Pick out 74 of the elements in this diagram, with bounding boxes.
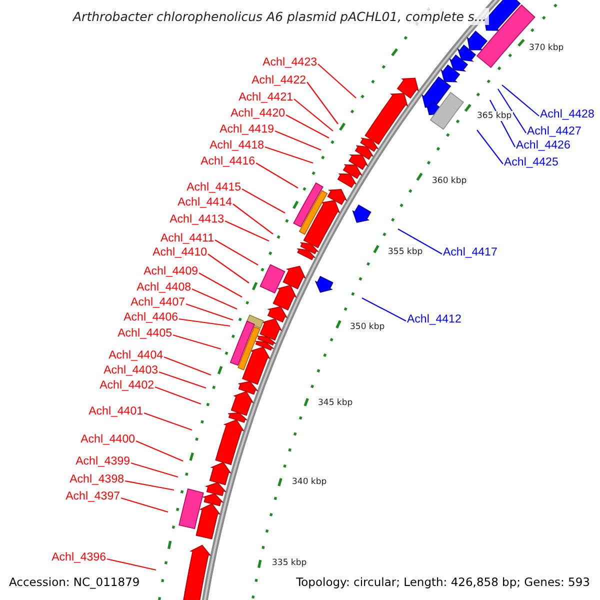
leader-line: [186, 303, 234, 321]
leader-line: [178, 318, 230, 327]
leader-line: [502, 84, 540, 116]
gene-label: Achl_4407: [130, 296, 185, 310]
gene-label: Achl_4400: [80, 434, 135, 446]
leader-line: [476, 130, 504, 164]
gene-label: Achl_4404: [108, 350, 163, 362]
leader-line: [154, 386, 202, 405]
gene-label: Achl_4398: [70, 474, 124, 486]
leader-line: [164, 356, 212, 376]
scale-label: 350 kbp: [349, 322, 386, 332]
leader-line: [398, 228, 442, 254]
leader-line: [318, 64, 356, 98]
gene-label: Achl_4408: [136, 282, 191, 294]
leader-line: [242, 188, 286, 214]
title: Arthrobacter chlorophenolicus A6 plasmid pACHL01, complete s...: [70, 8, 490, 25]
scale-label: 370 kbp: [528, 43, 565, 53]
gene-label: Achl_4397: [66, 490, 120, 504]
leader-line: [130, 462, 178, 478]
gene-label: Achl_4402: [100, 380, 154, 392]
gene-label: Achl_4422: [252, 74, 306, 88]
gene-label: Achl_4416: [200, 156, 255, 168]
gene-label: Achl_4399: [76, 456, 130, 468]
leader-line: [256, 162, 298, 188]
scale-label: 340 kbp: [291, 477, 328, 487]
leader-line: [106, 558, 156, 571]
gene-label: Achl_4412: [407, 314, 462, 326]
gene-label: Achl_4405: [118, 328, 172, 340]
gene-label: Achl_4418: [210, 140, 264, 152]
leader-line: [294, 98, 334, 132]
leader-line: [136, 440, 184, 462]
leader-line: [274, 130, 322, 150]
gene-label: Achl_4419: [220, 124, 274, 136]
leader-line: [264, 146, 314, 164]
leader-line: [362, 298, 406, 322]
scale-label: 355 kbp: [387, 247, 424, 257]
gene-label: Achl_4415: [186, 182, 241, 194]
gene-label: Achl_4411: [160, 232, 214, 246]
leader-line: [232, 204, 274, 234]
scale-label: 360 kbp: [431, 176, 468, 186]
gene-label: Achl_4414: [178, 196, 232, 210]
leader-line: [144, 412, 192, 431]
gene-label: Achl_4428: [540, 108, 594, 122]
accession-text: Accession: NC_011879: [9, 575, 140, 589]
scale-label: 345 kbp: [317, 398, 354, 408]
gene-label: Achl_4403: [104, 364, 158, 378]
leader-line: [198, 272, 242, 298]
gene-label: Achl_4421: [238, 92, 293, 104]
leader-line: [498, 88, 526, 134]
gene-label: Achl_4427: [527, 126, 582, 138]
gene-label: Achl_4401: [88, 406, 143, 418]
leader-line: [192, 288, 238, 310]
gene-label: Achl_4413: [170, 214, 224, 226]
leader-line: [224, 220, 270, 242]
gene-label: Achl_4396: [52, 552, 106, 564]
gene-label: Achl_4417: [443, 246, 498, 260]
leader-line: [306, 82, 338, 124]
gene-label: Achl_4425: [504, 156, 558, 170]
gene-label: Achl_4406: [124, 312, 178, 324]
leader-line: [158, 371, 206, 389]
gene-label: Achl_4420: [230, 108, 285, 120]
leader-line: [124, 480, 174, 491]
leader-line: [120, 497, 168, 513]
leader-line: [172, 334, 222, 350]
gene-label: Achl_4409: [144, 266, 198, 278]
scale-label: 335 kbp: [271, 558, 308, 568]
gene-label: Achl_4410: [152, 246, 207, 260]
scale-label: 365 kbp: [476, 111, 513, 121]
leader-line: [208, 254, 250, 284]
leader-line: [286, 114, 330, 138]
summary-text: Topology: circular; Length: 426,858 bp; Genes: 593: [296, 575, 590, 589]
gene-label: Achl_4426: [516, 140, 570, 152]
leader-line: [214, 240, 258, 266]
gene-label: Achl_4423: [262, 56, 317, 70]
